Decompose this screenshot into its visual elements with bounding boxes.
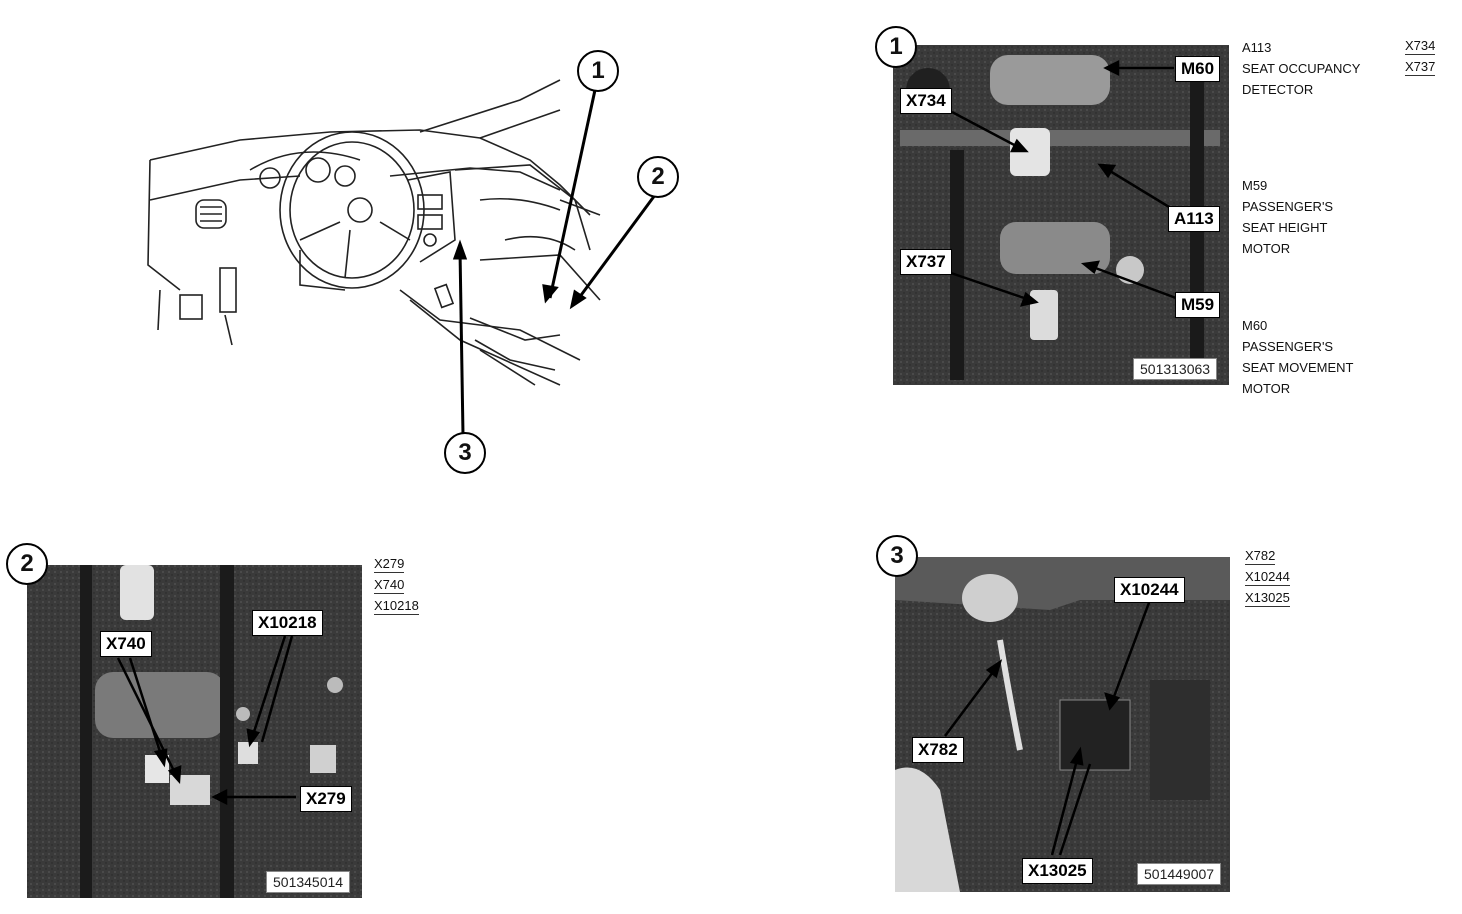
- connector-link-x734[interactable]: X734: [1405, 38, 1436, 55]
- callout-m60: M60: [1175, 56, 1221, 82]
- legend-m60: M60 PASSENGER'S SEAT MOVEMENT MOTOR: [1242, 318, 1354, 396]
- connector-link-x10218[interactable]: X10218: [374, 598, 419, 615]
- callout-x10244: X10244: [1114, 577, 1185, 603]
- photo-1-arrows: [947, 59, 1177, 307]
- overview-badge-1: 1: [577, 50, 619, 92]
- connector-link-x782[interactable]: X782: [1245, 548, 1276, 565]
- callout-x737: X737: [900, 249, 952, 275]
- connector-link-x13025[interactable]: X13025: [1245, 590, 1290, 607]
- legend-a113: A113 SEAT OCCUPANCY DETECTOR: [1242, 40, 1361, 97]
- callout-x740: X740: [100, 631, 152, 657]
- photo-3-arrows: [944, 599, 1152, 856]
- legend-m59: M59 PASSENGER'S SEAT HEIGHT MOTOR: [1242, 178, 1334, 256]
- panel1-connector-list: X734 X737: [1405, 37, 1436, 79]
- photo-2-arrows: [116, 635, 296, 806]
- photo-code-2: 501345014: [266, 871, 351, 893]
- overview-leaders: [452, 89, 657, 436]
- connector-link-x279[interactable]: X279: [374, 556, 405, 573]
- callout-x10218: X10218: [252, 610, 323, 636]
- callout-x13025: X13025: [1022, 858, 1093, 884]
- callout-x782: X782: [912, 737, 964, 763]
- callout-x734: X734: [900, 88, 952, 114]
- callout-a113: A113: [1168, 206, 1220, 232]
- connector-link-x10244[interactable]: X10244: [1245, 569, 1290, 586]
- connector-link-x737[interactable]: X737: [1405, 59, 1436, 76]
- callout-x279: X279: [300, 786, 352, 812]
- panel3-badge: 3: [876, 535, 918, 577]
- panel2-connector-list: X279 X740 X10218: [374, 555, 419, 618]
- callout-m59: M59: [1175, 292, 1221, 318]
- photo-3: [895, 557, 1230, 892]
- overview-badge-2: 2: [637, 156, 679, 198]
- photo-code-3: 501449007: [1137, 863, 1222, 885]
- photo-code-1: 501313063: [1133, 358, 1218, 380]
- panel2-badge: 2: [6, 543, 48, 585]
- car-interior-drawing: [147, 79, 601, 386]
- overview-badge-3: 3: [444, 432, 486, 474]
- connector-link-x740[interactable]: X740: [374, 577, 405, 594]
- panel3-connector-list: X782 X10244 X13025: [1245, 547, 1290, 610]
- panel1-badge: 1: [875, 26, 917, 68]
